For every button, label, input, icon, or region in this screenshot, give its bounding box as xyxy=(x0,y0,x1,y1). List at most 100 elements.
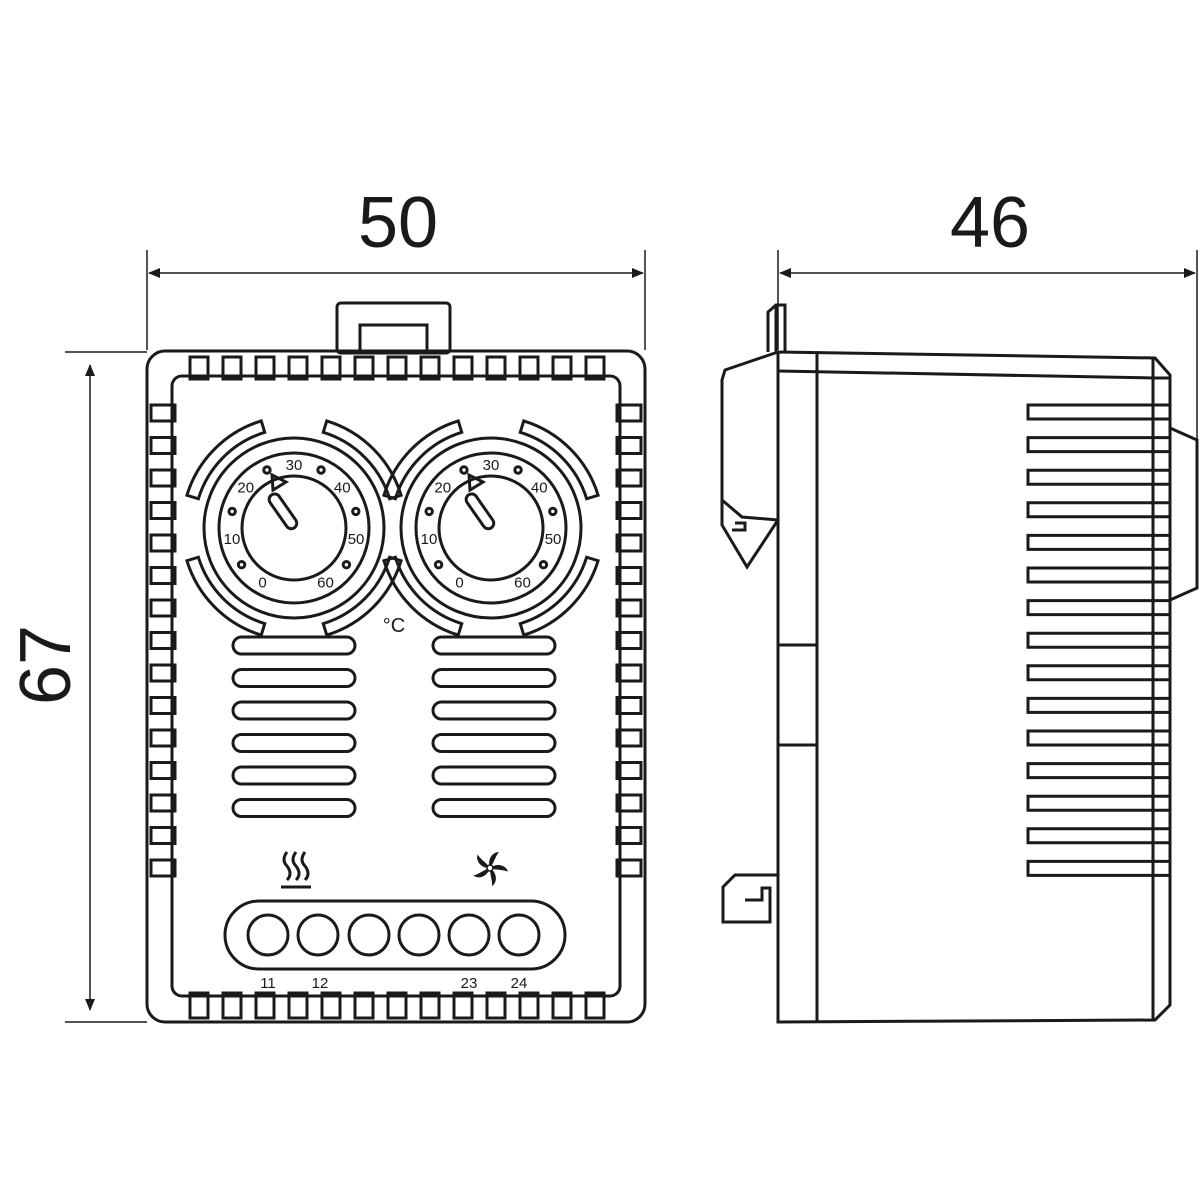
dial-guard xyxy=(321,419,403,501)
heater-icon xyxy=(281,851,311,889)
terminal-block xyxy=(223,899,567,971)
bottom-tab xyxy=(188,991,210,1020)
right-tab xyxy=(615,533,643,553)
dial-scale-label: 20 xyxy=(237,480,254,497)
depth-label: 46 xyxy=(950,183,1030,263)
right-tab xyxy=(615,631,643,650)
cooling-fin xyxy=(1026,599,1170,617)
terminal-label: 24 xyxy=(511,975,528,992)
top-tab xyxy=(353,355,375,381)
terminal-screw xyxy=(347,913,391,957)
left-tab xyxy=(149,728,177,748)
left-tab xyxy=(149,436,177,455)
dial-guard xyxy=(185,419,267,501)
bottom-tab xyxy=(221,991,243,1020)
left-tab xyxy=(149,631,177,650)
dimension-depth: 46 xyxy=(777,183,1198,440)
scale-dot xyxy=(513,465,523,475)
left-tab xyxy=(149,468,177,488)
vent-slot xyxy=(231,798,357,818)
cooling-fin xyxy=(1026,533,1170,551)
scale-dot xyxy=(351,506,361,517)
left-tab xyxy=(149,598,177,618)
scale-dot xyxy=(316,465,326,475)
pointer-icon xyxy=(270,472,290,493)
side-view xyxy=(720,303,1199,1024)
dimension-width: 50 xyxy=(146,183,646,350)
scale-dot xyxy=(538,560,549,570)
dial-scale-label: 60 xyxy=(514,575,531,592)
dial-knob-slot xyxy=(267,492,299,531)
left-tab xyxy=(149,566,177,585)
bottom-tab xyxy=(320,991,342,1020)
scale-dot xyxy=(227,506,237,517)
cooling-fin xyxy=(1026,696,1170,714)
scale-dot xyxy=(236,560,247,570)
dial-guard xyxy=(382,419,464,501)
top-tab xyxy=(287,355,309,381)
right-tab xyxy=(615,663,643,683)
unit-label: °C xyxy=(383,615,405,637)
bottom-tab xyxy=(452,991,474,1020)
right-tab xyxy=(615,826,643,845)
left-tab xyxy=(149,858,177,878)
dial-scale-label: 10 xyxy=(421,531,438,548)
top-tab xyxy=(188,355,210,381)
dial-scale-label: 60 xyxy=(317,575,334,592)
vent-slot xyxy=(231,635,357,656)
top-tab xyxy=(518,355,540,381)
dial-scale-label: 0 xyxy=(258,575,266,592)
dial-scale-label: 50 xyxy=(348,531,365,548)
bottom-tab xyxy=(485,991,507,1020)
terminal-label: 12 xyxy=(312,975,329,992)
top-tab xyxy=(221,355,243,381)
fan-icon xyxy=(473,852,508,887)
scale-dot xyxy=(459,465,469,475)
terminal-screw xyxy=(296,913,340,957)
top-tab xyxy=(386,355,408,381)
cooling-fin xyxy=(1026,664,1170,682)
cooling-fin xyxy=(1026,403,1170,421)
top-tab xyxy=(254,355,276,381)
dial-guard xyxy=(382,555,464,637)
dial-scale-label: 40 xyxy=(334,480,351,497)
terminal-screw xyxy=(246,913,290,957)
dial-scale-label: 20 xyxy=(434,480,451,497)
temperature-dial-1[interactable]: 0 10 20 30 40 50 60 xyxy=(185,419,403,637)
dial-guard xyxy=(321,555,403,637)
right-tab xyxy=(615,468,643,488)
dial-guard xyxy=(185,555,267,637)
cooling-fin xyxy=(1026,631,1170,649)
terminal-screw xyxy=(497,913,541,957)
left-tab xyxy=(149,793,177,813)
right-tab xyxy=(615,436,643,455)
width-label: 50 xyxy=(358,183,438,263)
bottom-tab xyxy=(353,991,375,1020)
vent-slot xyxy=(431,765,557,786)
left-tab xyxy=(149,501,177,520)
dial-scale-label: 30 xyxy=(286,457,303,474)
cooling-fin xyxy=(1026,501,1170,519)
dimension-height: 67 xyxy=(6,351,147,1023)
top-tab xyxy=(419,355,441,381)
left-tab xyxy=(149,826,177,845)
dial-scale-label: 10 xyxy=(224,531,241,548)
vent-slot xyxy=(231,668,357,688)
dial-scale-label: 50 xyxy=(545,531,562,548)
top-tab xyxy=(485,355,507,381)
right-tab xyxy=(615,793,643,813)
left-tab xyxy=(149,663,177,683)
bottom-tab xyxy=(551,991,573,1020)
left-tab xyxy=(149,533,177,553)
top-tab xyxy=(551,355,573,381)
bottom-tab xyxy=(518,991,540,1020)
scale-dot xyxy=(548,506,558,517)
top-tab xyxy=(584,355,606,381)
right-tab xyxy=(615,566,643,585)
right-tab xyxy=(615,858,643,878)
cooling-fin xyxy=(1026,794,1170,812)
left-tab xyxy=(149,403,177,423)
